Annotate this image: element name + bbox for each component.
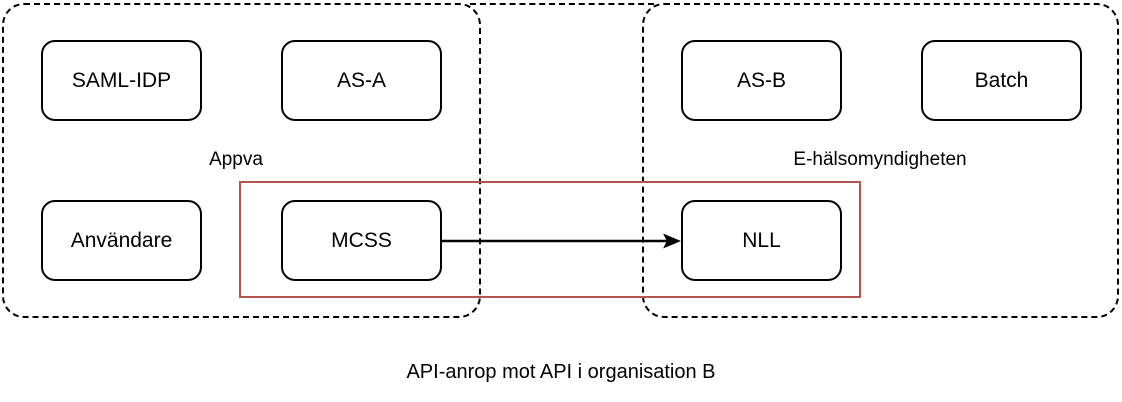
node-nll[interactable]: NLL (681, 200, 842, 281)
node-as-b[interactable]: AS-B (681, 40, 842, 121)
node-batch[interactable]: Batch (921, 40, 1082, 121)
zone-label-appva: Appva (209, 149, 263, 170)
zone-ehalsomyndigheten (642, 3, 1119, 318)
node-saml-idp[interactable]: SAML-IDP (41, 40, 202, 121)
zone-label-ehalsomyndigheten: E-hälsomyndigheten (793, 149, 967, 170)
zone-appva (2, 3, 481, 318)
node-mcss[interactable]: MCSS (281, 200, 442, 281)
api-call-highlight-box (239, 181, 861, 298)
node-anvandare[interactable]: Användare (41, 200, 202, 281)
zone-gap-top-divider (470, 3, 654, 5)
diagram-caption: API-anrop mot API i organisation B (406, 361, 716, 383)
edge-mcss-to-nll (442, 233, 681, 249)
node-as-a[interactable]: AS-A (281, 40, 442, 121)
arrowhead-icon (663, 233, 681, 249)
